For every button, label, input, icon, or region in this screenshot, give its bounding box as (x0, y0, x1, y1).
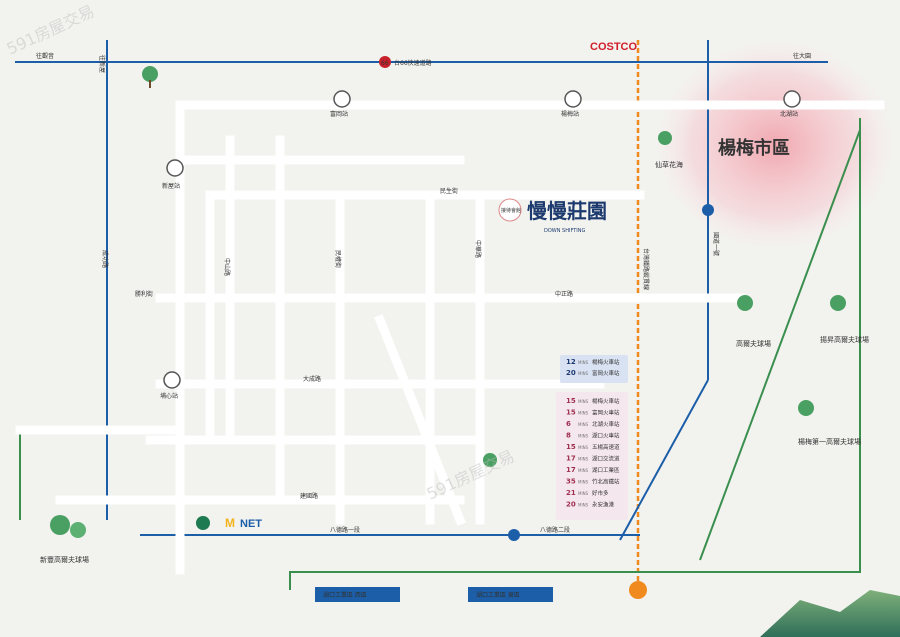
travel-minutes: 20 (566, 501, 576, 509)
road-zhongshan: 中山路 (223, 258, 231, 276)
travel-minutes: 6 (566, 420, 571, 428)
travel-minutes: 15 (566, 397, 576, 405)
mountain-illustration (760, 590, 900, 637)
road-minquan: 民權街 (334, 250, 342, 268)
trees (50, 66, 846, 538)
project-subtitle: DOWN SHIFTING (544, 228, 586, 234)
station-icon (166, 159, 184, 177)
travel-destination: 北湖火車站 (592, 420, 620, 428)
freeway-1-shield (702, 204, 714, 216)
station-icon (564, 90, 582, 108)
industrial-west-block (315, 587, 400, 602)
travel-destination: 湖口交流道 (592, 455, 620, 463)
industrial-east-block (468, 587, 553, 602)
sign-dayuan: 往大園 (793, 52, 811, 60)
park-label: 揚昇高爾夫球場 (820, 335, 869, 344)
travel-panel-main (556, 392, 628, 520)
travel-minutes: 17 (566, 466, 576, 474)
bade-road-shield (508, 529, 520, 541)
railway-label: 台灣鐵路縱貫線 (642, 248, 650, 290)
site-label: 接待會館 (501, 207, 521, 214)
station-icon (333, 90, 351, 108)
travel-unit: MINS (578, 468, 589, 473)
travel-destination: 富岡火車站 (592, 369, 620, 377)
station-label: 新屋站 (162, 182, 180, 190)
city-area-label: 楊梅市區 (718, 137, 790, 159)
travel-minutes: 20 (566, 369, 576, 377)
travel-destination: 楊梅火車站 (592, 358, 620, 366)
green-diag-road (699, 129, 861, 561)
road-minsheng: 民生街 (440, 187, 458, 195)
travel-unit: MINS (578, 360, 589, 365)
park-label: 新豐高爾夫球場 (40, 555, 89, 564)
station-label: 楊梅站 (561, 110, 579, 118)
travel-unit: MINS (578, 371, 589, 376)
travel-unit: MINS (578, 434, 589, 439)
park-label: 仙草花海 (655, 160, 683, 169)
costco-logo: COSTCO (590, 41, 638, 53)
travel-unit: MINS (578, 503, 589, 508)
travel-destination: 富岡火車站 (592, 409, 620, 417)
road-chenggong: 成功路 (101, 250, 109, 268)
travel-destination: 永安漁港 (592, 501, 615, 509)
road-shengli: 勝利街 (135, 290, 153, 298)
travel-minutes: 17 (566, 455, 576, 463)
industrial-west-label: 湖口工業區 西區 (323, 591, 367, 599)
freeway-label: 國道一號 (712, 232, 720, 256)
travel-unit: MINS (578, 491, 589, 496)
travel-destination: 竹北高鐵站 (592, 478, 620, 486)
mcd-logo: M (225, 516, 235, 530)
road-jianguo: 建國路 (300, 492, 318, 500)
travel-destination: 湖口工業區 (592, 466, 620, 474)
highway-66-number: 66 (381, 60, 389, 67)
park-label: 高爾夫球場 (736, 339, 771, 348)
highway-66-shield (379, 56, 391, 68)
travel-unit: MINS (578, 457, 589, 462)
travel-unit: MINS (578, 399, 589, 404)
station-label: 埔心站 (160, 392, 178, 400)
net-logo: NET (240, 518, 262, 530)
travel-minutes: 8 (566, 432, 571, 440)
station-icon (163, 371, 181, 389)
sign-xinwu: 往新屋 (98, 55, 106, 73)
travel-unit: MINS (578, 480, 589, 485)
travel-minutes: 21 (566, 489, 576, 497)
park-labels: 仙草花海 高爾夫球場 新豐高爾夫球場 揚昇高爾夫球場 楊梅第一高爾夫球場 (40, 160, 869, 564)
park-label: 楊梅第一高爾夫球場 (798, 437, 861, 446)
green-ring-road (289, 118, 861, 590)
road-zhonghua: 中華路 (474, 240, 482, 258)
station-icon (783, 90, 801, 108)
travel-destination: 湖口火車站 (592, 432, 620, 440)
travel-unit: MINS (578, 445, 589, 450)
industrial-east-label: 湖口工業區 東區 (476, 591, 520, 599)
travel-minutes: 12 (566, 358, 576, 366)
starbucks-icon (196, 516, 210, 530)
travel-minutes: 15 (566, 443, 576, 451)
travel-panel-top (560, 355, 628, 383)
site-marker (498, 198, 522, 222)
travel-minutes: 35 (566, 478, 576, 486)
travel-destination: 五楊高速道 (592, 443, 620, 451)
travel-destination: 楊梅火車站 (592, 397, 620, 405)
travel-destination: 好市多 (592, 489, 609, 497)
station-label: 富岡站 (330, 110, 348, 118)
road-grid (15, 100, 885, 575)
right-freeway-diag (619, 379, 709, 541)
bade-road1-label: 八德路一段 (330, 526, 360, 534)
project-name: 慢慢莊園 (527, 199, 607, 223)
travel-unit: MINS (578, 422, 589, 427)
road-dacheng: 大成路 (303, 375, 321, 383)
sign-guanyin: 往觀音 (36, 52, 54, 60)
station-markers: 新屋站 富岡站 楊梅站 北湖站 埔心站 (160, 90, 801, 400)
station-label: 北湖站 (780, 110, 798, 118)
road-zhongzheng: 中正路 (555, 290, 573, 298)
highway-66-label: 台66快速道路 (394, 59, 432, 67)
travel-minutes: 15 (566, 409, 576, 417)
travel-unit: MINS (578, 411, 589, 416)
bade-road2-label: 八德路二段 (540, 526, 570, 534)
railway-interchange-icon (629, 581, 647, 599)
